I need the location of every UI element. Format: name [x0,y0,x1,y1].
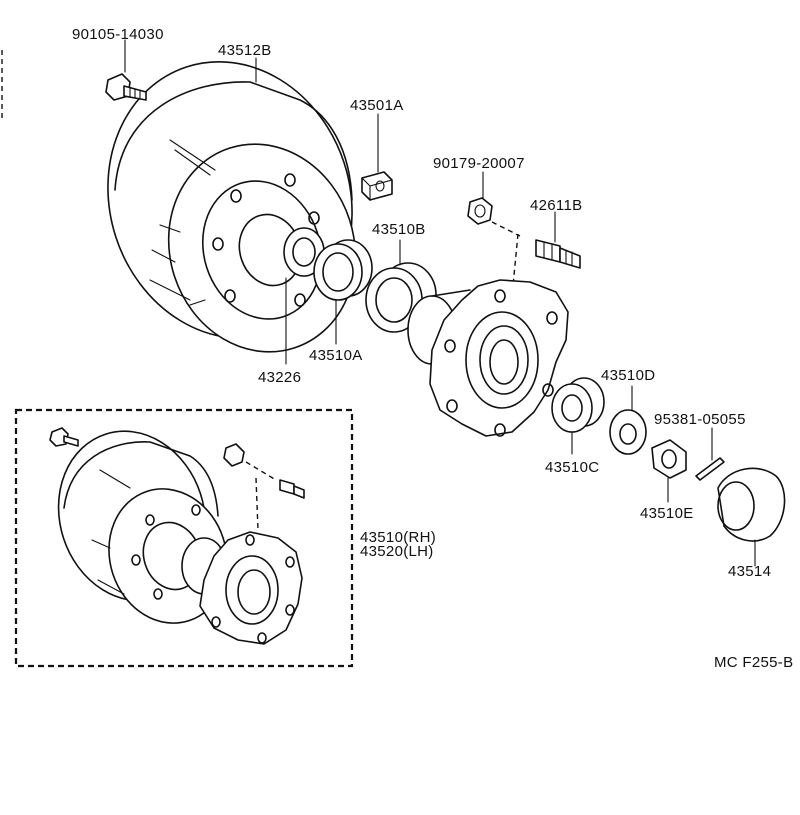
brake-drum-small [57,430,228,624]
outer-bearing [551,377,605,433]
wheel-stud [535,239,581,269]
label-outer-race: 43510B [372,221,426,238]
dash-small-stud [255,477,259,531]
small-stud [279,479,305,499]
label-washer: 43510D [601,367,655,384]
label-castle-nut: 43510E [640,505,694,522]
label-nut: 90179-20007 [433,155,525,172]
label-inner-race: 43510A [309,347,363,364]
label-bolt: 90105-14030 [72,26,164,43]
label-hub-lh: 43520(LH) [360,543,434,560]
cotter-pin [695,457,725,481]
label-pin: 95381-05055 [654,411,746,428]
label-hub-rh-suffix: (RH) [403,529,436,546]
small-bolt [49,427,79,447]
small-nut [223,443,245,467]
label-hub-rh-number: 43510 [360,529,403,546]
label-seal: 43226 [258,369,301,386]
dash-small-nut [245,461,277,481]
label-hub-rh: 43510(RH) [360,529,436,546]
hub-small [181,531,303,645]
label-drum: 43512B [218,42,272,59]
inner-bearing-race [313,239,373,301]
label-bearing: 43510C [545,459,599,476]
label-hub-lh-suffix: (LH) [403,543,433,560]
lug-nut [467,197,493,225]
hub-bolt [105,73,147,101]
thrust-washer [609,409,647,455]
grease-cap [717,467,786,542]
label-hub-lh-number: 43520 [360,543,403,560]
dash-nut-stud [491,221,521,237]
spacer-block [361,171,393,201]
wheel-hub-main [407,279,569,437]
castle-nut [651,439,687,479]
figure-code: MC F255-B [714,654,793,671]
label-stud: 42611B [530,197,582,214]
hub-assembly-box [14,408,354,668]
label-spacer: 43501A [350,97,404,114]
label-cap: 43514 [728,563,771,580]
dash-stud-hub [511,233,519,297]
